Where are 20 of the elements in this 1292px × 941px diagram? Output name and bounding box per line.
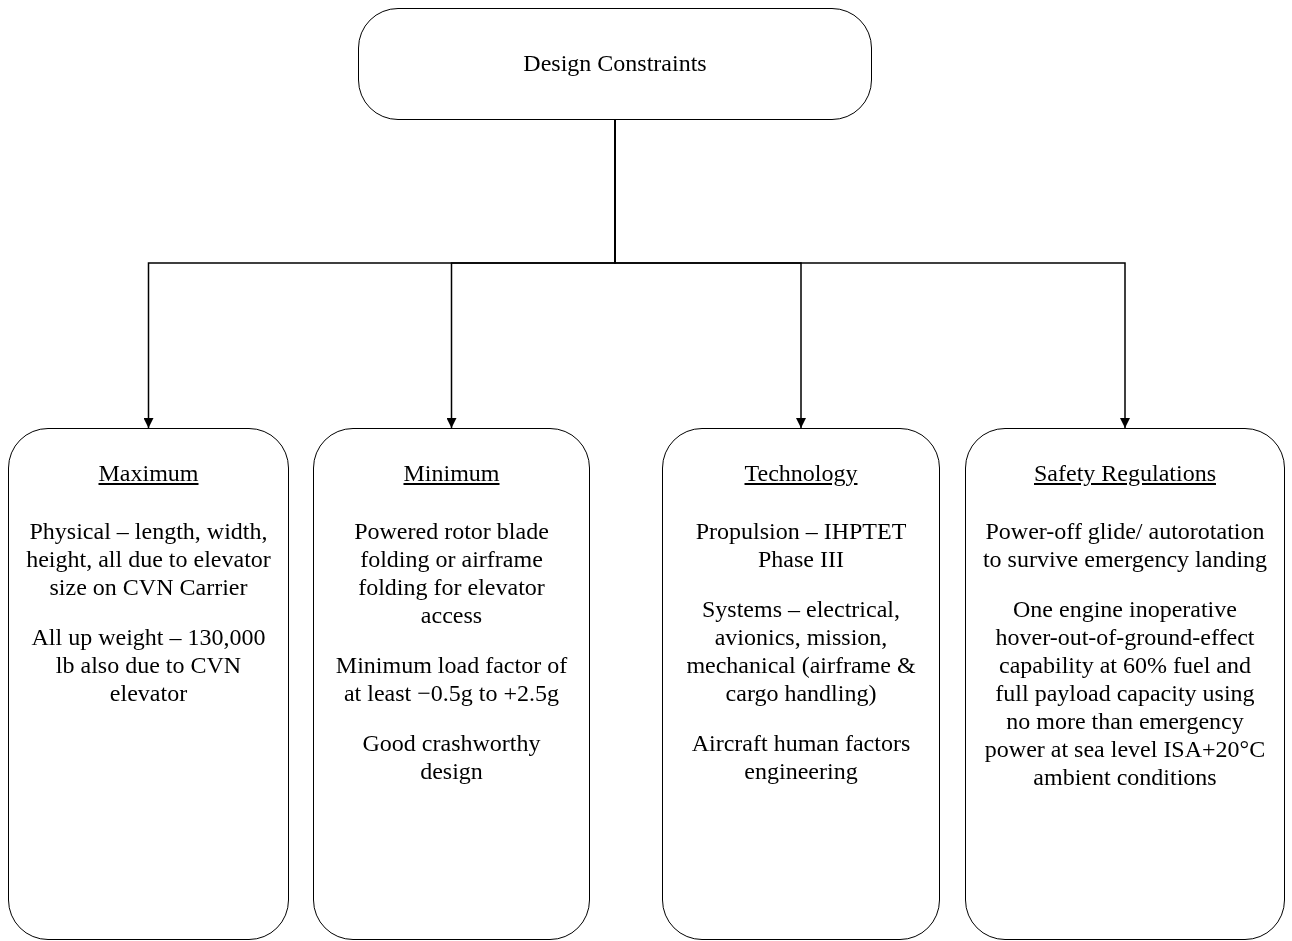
category-box [965,428,1285,940]
box-text: All up weight – 130,000 lb also due to CVN elevator [30,623,267,707]
box-heading: Technology [743,459,859,487]
box-text: One engine inoperative hover-out-of-ground-effect capability at 60% fuel and full payload capacity using no more than emergency power at sea level ISA+20°C ambient conditions [983,595,1267,791]
box-heading: Safety Regulations [1033,459,1217,487]
category-box [313,428,590,940]
box-text: Aircraft human factors engineering [690,729,912,785]
box-text: Powered rotor blade folding or airframe folding for elevator access [353,517,550,629]
category-box [8,428,289,940]
box-text: Minimum load factor of at least −0.5g to +2.5g [334,651,569,707]
box-text: Systems – electrical, avionics, mission, mechanical (airframe & cargo handling) [685,595,917,707]
box-heading: Minimum [402,459,501,487]
category-box [662,428,940,940]
box-text: Propulsion – IHPTET Phase III [694,517,908,573]
box-title: Design Constraints [522,49,708,77]
box-text: Power-off glide/ autorotation to survive emergency landing [982,517,1268,573]
root-box [358,8,872,120]
box-text: Physical – length, width, height, all due to elevator size on CVN Carrier [25,517,272,601]
box-heading: Maximum [97,459,200,487]
box-text: Good crashworthy design [361,729,542,785]
